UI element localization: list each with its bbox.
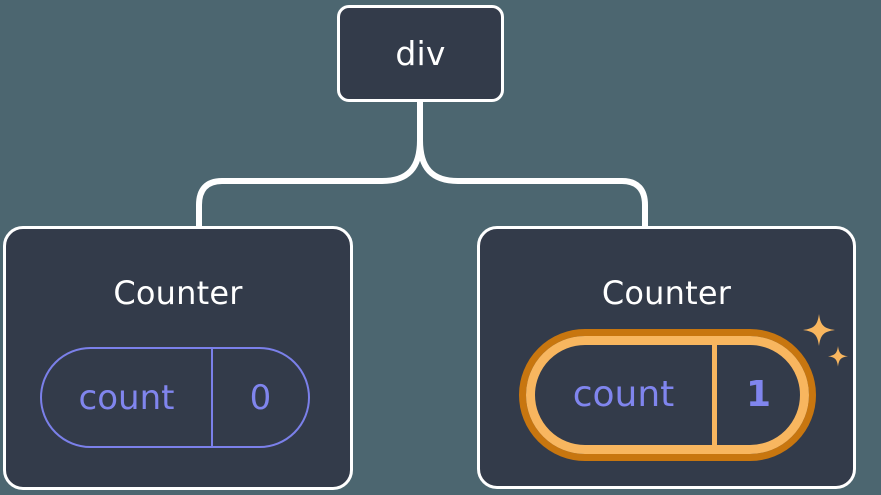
state-pill-right[interactable]: count 1 — [519, 329, 816, 461]
state-pill-left-body: count 0 — [40, 347, 310, 448]
state-pill-left-key: count — [78, 377, 175, 418]
state-pill-left-value: 0 — [211, 349, 308, 446]
connector-to-left-child — [196, 99, 423, 229]
connector-to-right-child — [417, 99, 648, 229]
state-pill-right-key: count — [572, 374, 675, 415]
state-pill-left[interactable]: count 0 — [40, 347, 310, 448]
node-counter-right-title: Counter — [601, 274, 732, 312]
node-div[interactable]: div — [337, 5, 504, 102]
state-pill-right-body: count 1 — [526, 336, 809, 454]
state-pill-right-value: 1 — [712, 345, 800, 445]
node-div-label: div — [395, 34, 446, 73]
state-pill-right-highlight-ring: count 1 — [519, 329, 816, 461]
node-counter-left-title: Counter — [113, 274, 243, 312]
